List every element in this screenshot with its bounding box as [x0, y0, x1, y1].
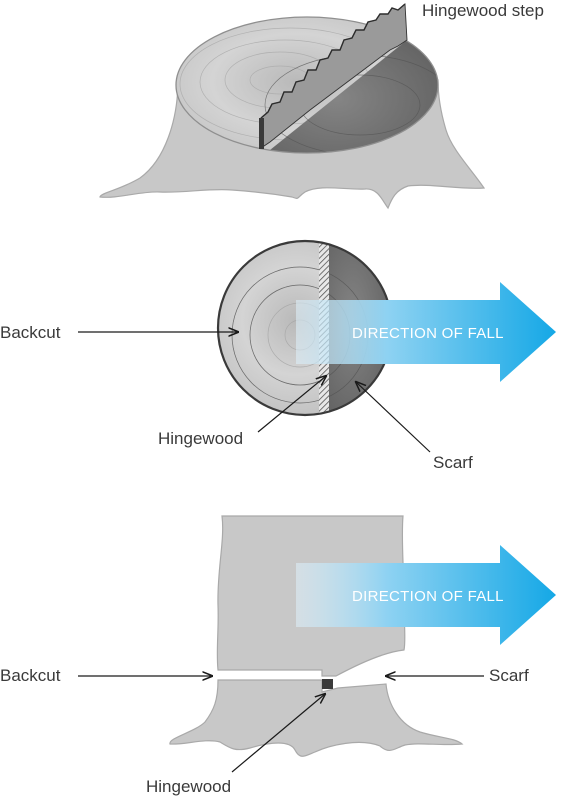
middle-hingewood-leader	[257, 376, 326, 433]
middle-direction-of-fall-label: DIRECTION OF FALL	[352, 325, 504, 342]
bottom-direction-of-fall-arrow: DIRECTION OF FALL	[296, 545, 556, 645]
bottom-side-view	[169, 515, 464, 757]
middle-scarf-label: Scarf	[433, 453, 473, 472]
bottom-lower-stump	[169, 679, 464, 757]
top-stump-illustration	[99, 3, 486, 210]
bottom-hingewood-label: Hingewood	[146, 777, 231, 796]
bottom-backcut-label: Backcut	[0, 666, 61, 685]
bottom-hingewood-leader	[231, 694, 325, 773]
middle-scarf-leader	[356, 382, 431, 453]
middle-direction-of-fall-arrow: DIRECTION OF FALL	[296, 282, 556, 382]
middle-hingewood-label: Hingewood	[158, 429, 243, 448]
bottom-hingewood-block	[322, 679, 333, 689]
hingewood-step-label: Hingewood step	[422, 1, 544, 20]
middle-backcut-label: Backcut	[0, 323, 61, 342]
bottom-direction-of-fall-label: DIRECTION OF FALL	[352, 588, 504, 605]
bottom-scarf-label: Scarf	[489, 666, 529, 685]
